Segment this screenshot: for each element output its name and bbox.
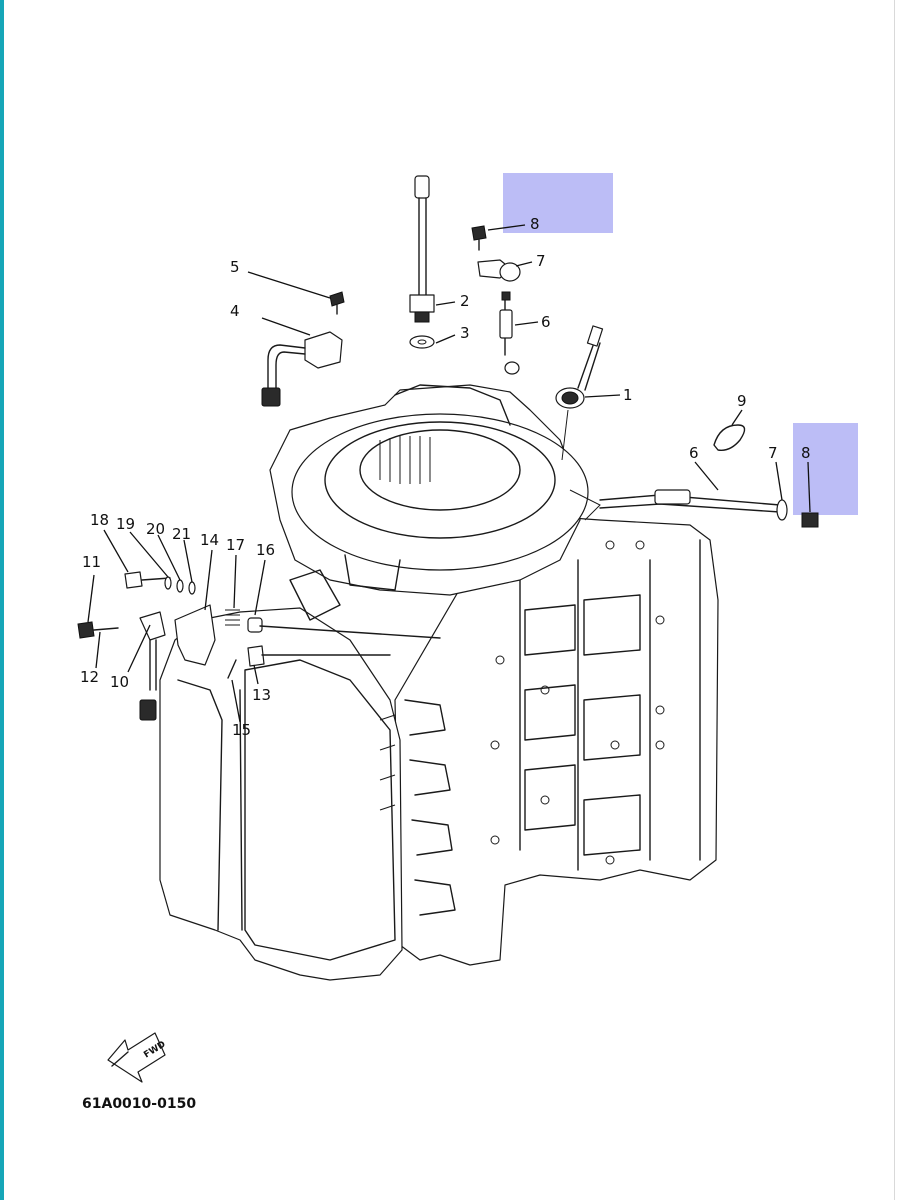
part-16-17-spring bbox=[225, 609, 441, 639]
part-8-top-screw bbox=[471, 225, 487, 251]
callout-numbers: 1 2 3 4 5 6 7 8 9 6 7 8 10 11 12 13 14 1… bbox=[80, 215, 811, 739]
callout-17: 17 bbox=[226, 536, 245, 554]
callout-6-right: 6 bbox=[689, 444, 699, 462]
right-page-edge bbox=[894, 0, 895, 1200]
callout-7-right: 7 bbox=[768, 444, 778, 462]
callout-18: 18 bbox=[90, 511, 109, 529]
part-5-bolt bbox=[329, 291, 345, 315]
part-19-21-washers bbox=[164, 576, 196, 595]
part-2-sender bbox=[409, 175, 435, 323]
callout-7-top: 7 bbox=[536, 252, 546, 270]
part-13-link bbox=[247, 645, 391, 667]
callout-6-top: 6 bbox=[541, 313, 551, 331]
callout-14: 14 bbox=[200, 531, 219, 549]
callout-8-top: 8 bbox=[530, 215, 540, 233]
part-4-switch bbox=[261, 331, 343, 407]
callout-1: 1 bbox=[623, 386, 633, 404]
engine-block bbox=[159, 514, 719, 981]
part-3-washer bbox=[409, 335, 435, 349]
part-6-top-sensor bbox=[499, 291, 520, 375]
callout-9: 9 bbox=[737, 392, 747, 410]
highlight-box-right bbox=[793, 423, 858, 515]
callout-10: 10 bbox=[110, 673, 129, 691]
callout-8-right: 8 bbox=[801, 444, 811, 462]
highlight-box-top bbox=[503, 173, 613, 233]
part-15-pin bbox=[227, 659, 237, 679]
callout-20: 20 bbox=[146, 520, 165, 538]
part-18-bolt bbox=[124, 571, 171, 589]
diagram-code: 61A0010-0150 bbox=[82, 1096, 196, 1112]
flywheel-cover bbox=[269, 384, 589, 621]
callout-5: 5 bbox=[230, 258, 240, 276]
callout-12: 12 bbox=[80, 668, 99, 686]
part-7-top-clamp bbox=[477, 259, 521, 282]
callout-4: 4 bbox=[230, 302, 240, 320]
callout-19: 19 bbox=[116, 515, 135, 533]
callout-21: 21 bbox=[172, 525, 191, 543]
fwd-arrow-icon: FWD bbox=[107, 1032, 168, 1083]
callout-13: 13 bbox=[252, 686, 271, 704]
part-1-sender bbox=[555, 325, 604, 461]
callout-15: 15 bbox=[232, 721, 251, 739]
callout-2: 2 bbox=[460, 292, 470, 310]
callout-3: 3 bbox=[460, 324, 470, 342]
part-7-right-clip bbox=[776, 499, 788, 521]
callout-leaders bbox=[87, 224, 811, 723]
callout-16: 16 bbox=[256, 541, 275, 559]
part-14-bracket bbox=[174, 604, 216, 666]
left-accent-border bbox=[0, 0, 4, 1200]
part-8-right-screw bbox=[801, 512, 819, 528]
callout-11: 11 bbox=[82, 553, 101, 571]
part-11-bolt bbox=[77, 621, 119, 639]
part-9-clip bbox=[713, 424, 746, 451]
part-6-right-harness bbox=[569, 489, 781, 521]
